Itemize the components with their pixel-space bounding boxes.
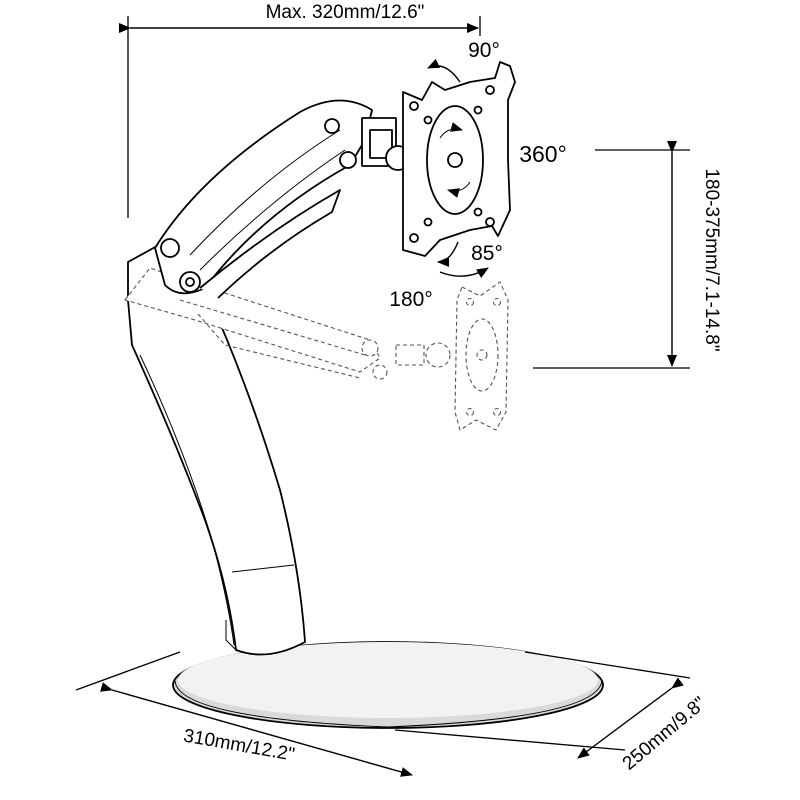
depth-label: 250mm/9.8" [619,693,710,775]
width-label: 310mm/12.2" [182,725,296,765]
rotation-label: 360° [519,141,567,167]
tilt-up-arrow [427,58,461,83]
gas-spring-arm [154,99,373,299]
depth-extension [524,651,691,679]
tilt-joint [361,117,411,171]
swivel-arrow [439,267,489,278]
tilt-down-arrow [437,241,459,267]
tilt-down-label: 85° [471,242,503,265]
width-extension-right [394,729,626,751]
width-dimension-line [100,682,413,777]
width-extension-left [75,651,181,691]
height-label: 180-375mm/7.1-14.8" [701,168,722,351]
vesa-plate [402,61,516,257]
base-plate [172,641,604,729]
tilt-up-label: 90° [468,39,500,62]
reach-label: Max. 320mm/12.6" [266,2,425,23]
swivel-label: 180° [389,288,432,311]
depth-dimension-line [577,677,684,759]
